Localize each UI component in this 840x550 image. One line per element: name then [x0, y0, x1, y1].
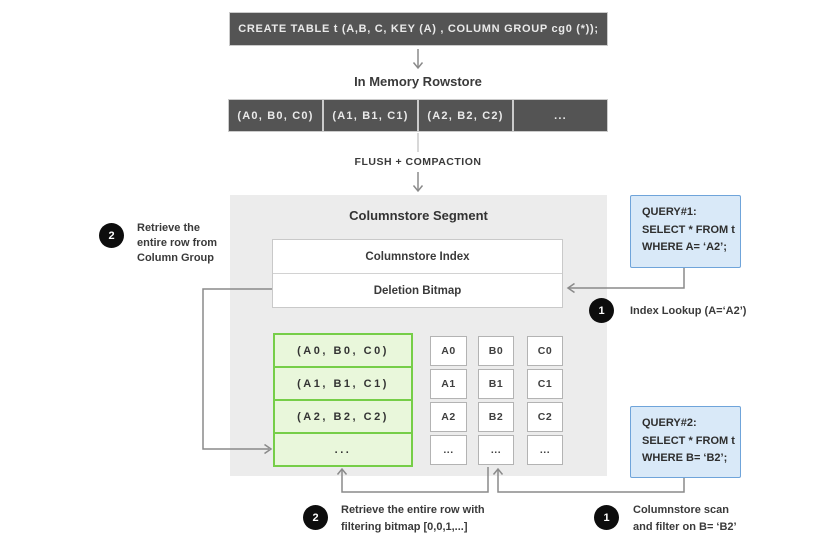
- deletion-bitmap-row: Deletion Bitmap: [273, 273, 562, 307]
- column-a-cell: A1: [430, 369, 467, 399]
- step-2-badge-bottom: 2: [303, 505, 328, 530]
- column-b-cell: B2: [478, 402, 514, 432]
- column-c-cell: C1: [527, 369, 563, 399]
- query1-line: SELECT * FROM t: [642, 223, 735, 236]
- column-group-box: (A0, B0, C0) (A1, B1, C1) (A2, B2, C2) .…: [273, 333, 413, 467]
- rowstore-cell: (A0, B0, C0): [229, 100, 322, 131]
- annotation-retrieve-row-column-group: Retrieve the entire row from Column Grou…: [137, 221, 217, 266]
- rowstore-strip: (A0, B0, C0) (A1, B1, C1) (A2, B2, C2) .…: [228, 99, 608, 132]
- column-a-cell: A2: [430, 402, 467, 432]
- column-a-cell: A0: [430, 336, 467, 366]
- annotation-line: filtering bitmap [0,0,1,...]: [341, 520, 468, 533]
- query2-line: QUERY#2:: [642, 417, 697, 429]
- query1-box: QUERY#1: SELECT * FROM t WHERE A= ‘A2’;: [630, 195, 741, 268]
- column-b-cell: B1: [478, 369, 514, 399]
- step-2-badge-left: 2: [99, 223, 124, 248]
- annotation-index-lookup: Index Lookup (A=‘A2’): [630, 305, 747, 317]
- column-group-row: (A1, B1, C1): [275, 366, 411, 399]
- annotation-columnstore-scan: Columnstore scan and filter on B= ‘B2’: [633, 502, 737, 535]
- annotation-line: entire row from: [137, 237, 218, 249]
- rowstore-cell: ...: [514, 100, 607, 131]
- query2-line: WHERE B= ‘B2’;: [642, 452, 728, 464]
- arrow-flush-to-segment-icon: [412, 172, 424, 193]
- column-a-cell: ...: [430, 435, 467, 465]
- rowstore-cell: (A1, B1, C1): [324, 100, 417, 131]
- index-bitmap-box: Columnstore Index Deletion Bitmap: [272, 239, 563, 308]
- arrow-create-to-rowstore-icon: [412, 49, 424, 70]
- rowstore-title: In Memory Rowstore: [354, 74, 482, 89]
- column-c-stack: C0 C1 C2 ...: [527, 336, 563, 465]
- column-group-row: (A2, B2, C2): [275, 399, 411, 432]
- step-1-badge-index-lookup: 1: [589, 298, 614, 323]
- column-c-cell: C0: [527, 336, 563, 366]
- column-a-stack: A0 A1 A2 ...: [430, 336, 467, 465]
- column-c-cell: C2: [527, 402, 563, 432]
- rowstore-cell: (A2, B2, C2): [419, 100, 512, 131]
- columnstore-segment-title: Columnstore Segment: [349, 208, 488, 223]
- column-b-cell: B0: [478, 336, 514, 366]
- annotation-retrieve-row-bitmap: Retrieve the entire row with filtering b…: [341, 502, 485, 535]
- query1-line: QUERY#1:: [642, 206, 697, 218]
- annotation-line: Column Group: [137, 252, 214, 264]
- columnstore-index-row: Columnstore Index: [365, 250, 470, 263]
- annotation-line: Retrieve the: [137, 222, 200, 234]
- flush-compaction-label: FLUSH + COMPACTION: [354, 156, 482, 168]
- query2-line: SELECT * FROM t: [642, 434, 735, 447]
- column-b-cell: ...: [478, 435, 514, 465]
- query1-line: WHERE A= ‘A2’;: [642, 241, 727, 253]
- step-1-badge-bottom: 1: [594, 505, 619, 530]
- annotation-line: Columnstore scan: [633, 504, 729, 516]
- annotation-line: and filter on B= ‘B2’: [633, 520, 737, 533]
- column-c-cell: ...: [527, 435, 563, 465]
- column-b-stack: B0 B1 B2 ...: [478, 336, 514, 465]
- column-group-row: (A0, B0, C0): [297, 344, 389, 357]
- create-table-statement-box: CREATE TABLE t (A,B, C, KEY (A) , COLUMN…: [229, 12, 608, 46]
- annotation-line: Retrieve the entire row with: [341, 504, 485, 516]
- column-group-row: ...: [275, 432, 411, 465]
- query2-box: QUERY#2: SELECT * FROM t WHERE B= ‘B2’;: [630, 406, 741, 478]
